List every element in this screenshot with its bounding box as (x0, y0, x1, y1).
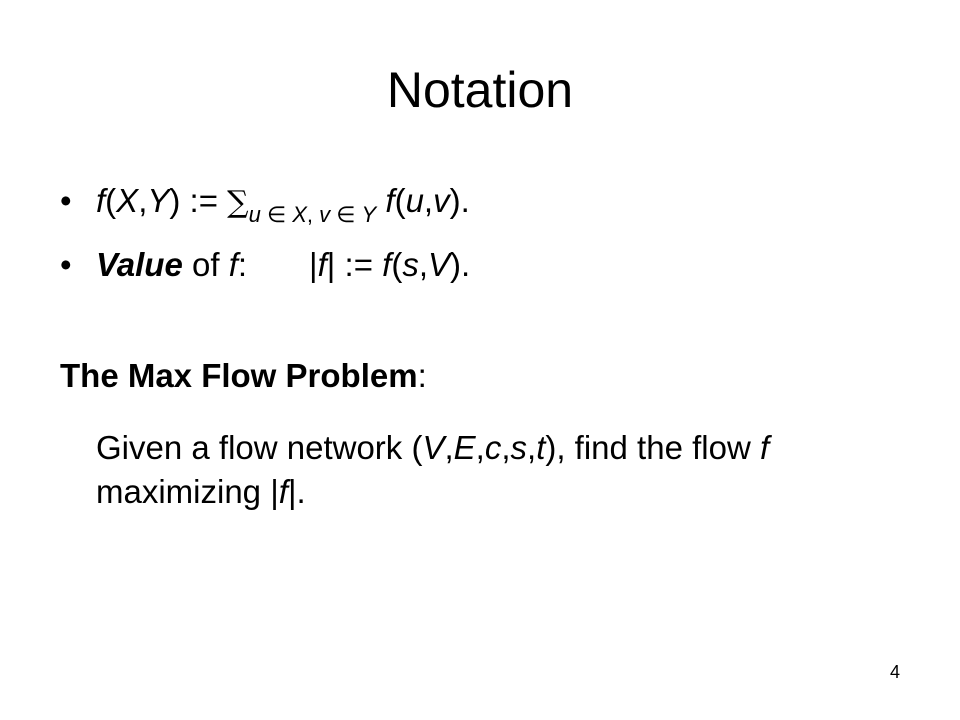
sigma-symbol: ∑ (227, 185, 249, 220)
bullet-2-text: Value of f:|f| := f(s,V). (96, 246, 471, 283)
args-prefix: (X,Y) := (105, 182, 228, 219)
f-symbol: f (96, 182, 106, 219)
f-symbol-2: f (385, 182, 395, 219)
value-word: Value (96, 246, 183, 283)
bullet-2-marker: • (60, 246, 72, 283)
problem-heading: The Max Flow Problem: (60, 357, 427, 394)
bullet-1-text: f(X,Y) := ∑u ∈ X, v ∈ Y f(u,v). (96, 182, 470, 227)
page-number: 4 (889, 662, 900, 682)
bullet-1-marker: • (60, 182, 72, 219)
slide-title: Notation (386, 62, 574, 118)
problem-body: Given a flow network (V,E,c,s,t), find t… (96, 429, 770, 510)
sum-subscript: u ∈ X, v ∈ Y (248, 202, 377, 227)
